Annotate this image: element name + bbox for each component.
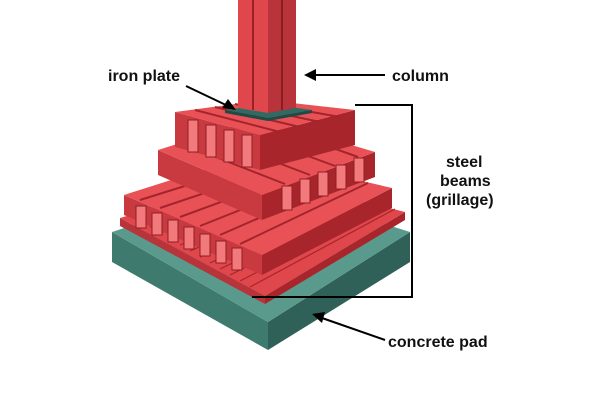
annotations [185,74,413,341]
label-concrete-pad: concrete pad [388,334,488,351]
beam-layer-2-front [158,150,262,220]
concrete-pad-front-face [112,232,268,350]
label-steel-beams-line2: beams [440,173,491,190]
column-arrowhead [304,69,316,81]
beam-layer-3-side [262,188,392,275]
beam-layer-2-ibeam-webs [281,157,365,211]
concrete-pad-side-face [268,232,410,350]
beam-layer-3-ibeam-webs [135,205,243,271]
beam-layer-bottom-front [120,218,265,304]
annotation-arrowheads [222,69,325,323]
label-iron-plate: iron plate [108,68,180,85]
iron-plate-arrow-line [185,85,229,107]
concrete-pad-arrowhead [312,312,325,323]
beam-layer-bottom-side [265,212,405,304]
label-column: column [392,68,449,85]
beam-layer-top-side [260,110,355,170]
column [238,0,296,113]
label-steel-beams-line1: steel [446,154,482,171]
iron-plate-arrowhead [222,99,236,110]
concrete-pad-arrow-line [321,317,386,341]
steel-beams-bracket [252,104,413,298]
label-steel-beams-line3: (grillage) [426,192,494,209]
iron-plate-edge [225,110,312,121]
beam-layer-top-ibeam-webs [187,119,253,168]
